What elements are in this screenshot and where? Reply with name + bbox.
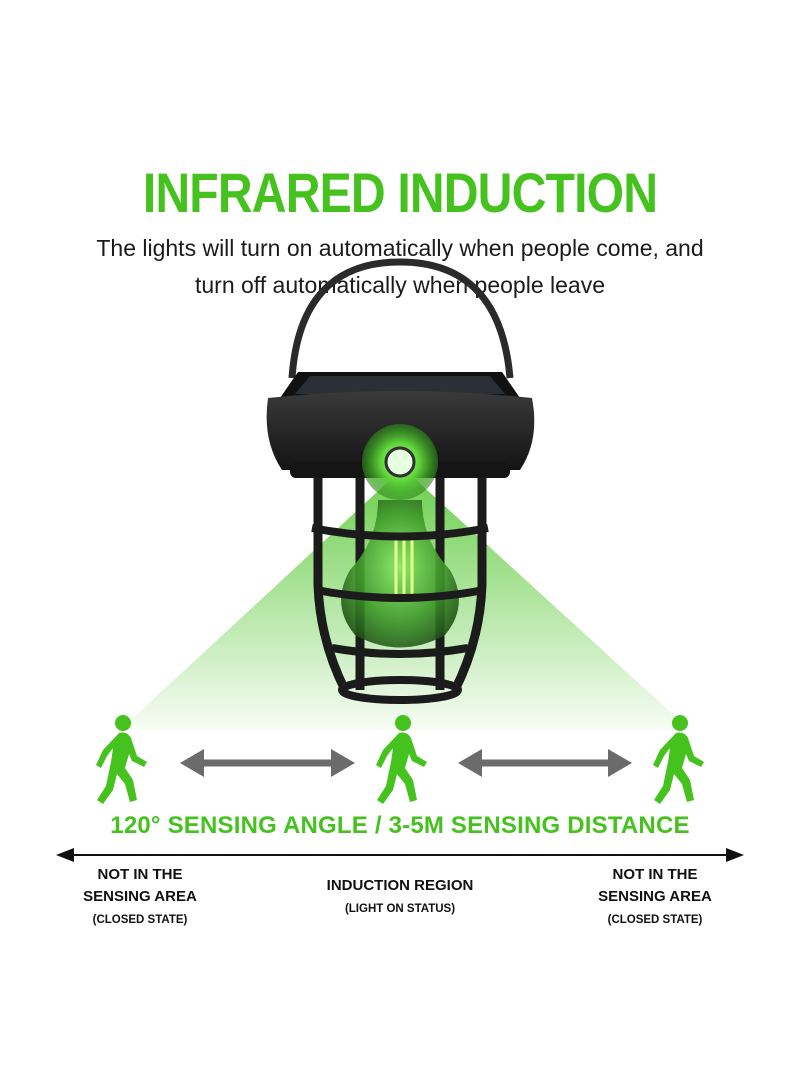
zone-not-sensing-right: NOT IN THE SENSING AREA (CLOSED STATE) <box>565 864 745 930</box>
page-title: INFRARED INDUCTION <box>142 161 658 224</box>
zone-right-line2: SENSING AREA <box>598 888 712 905</box>
zone-right-line1: NOT IN THE <box>612 866 698 883</box>
double-arrow-icon-left <box>180 749 355 777</box>
walking-person-icon-right <box>653 715 704 804</box>
description: The lights will turn on automatically wh… <box>40 230 760 304</box>
description-line-2: turn off automatically when people leave <box>194 272 605 298</box>
zone-left-state: (CLOSED STATE) <box>92 914 188 926</box>
zone-middle-line1: INDUCTION REGION <box>326 877 474 894</box>
zone-middle-state: (LIGHT ON STATUS) <box>344 903 456 915</box>
zone-induction-region: INDUCTION REGION (LIGHT ON STATUS) <box>290 875 510 919</box>
walking-person-icon-left <box>96 715 147 804</box>
description-line-1: The lights will turn on automatically wh… <box>96 235 704 261</box>
double-arrow-icon-right <box>458 749 632 777</box>
solar-lantern-icon <box>266 258 535 704</box>
zone-not-sensing-left: NOT IN THE SENSING AREA (CLOSED STATE) <box>50 864 230 930</box>
walking-person-icon-middle <box>376 715 427 804</box>
lantern-scene <box>96 258 704 804</box>
zone-right-state: (CLOSED STATE) <box>607 914 703 926</box>
zone-left-line2: SENSING AREA <box>83 888 197 905</box>
sensing-axis <box>56 848 744 862</box>
zone-left-line1: NOT IN THE <box>97 866 183 883</box>
sensing-caption: 120° SENSING ANGLE / 3-5M SENSING DISTAN… <box>110 812 690 839</box>
